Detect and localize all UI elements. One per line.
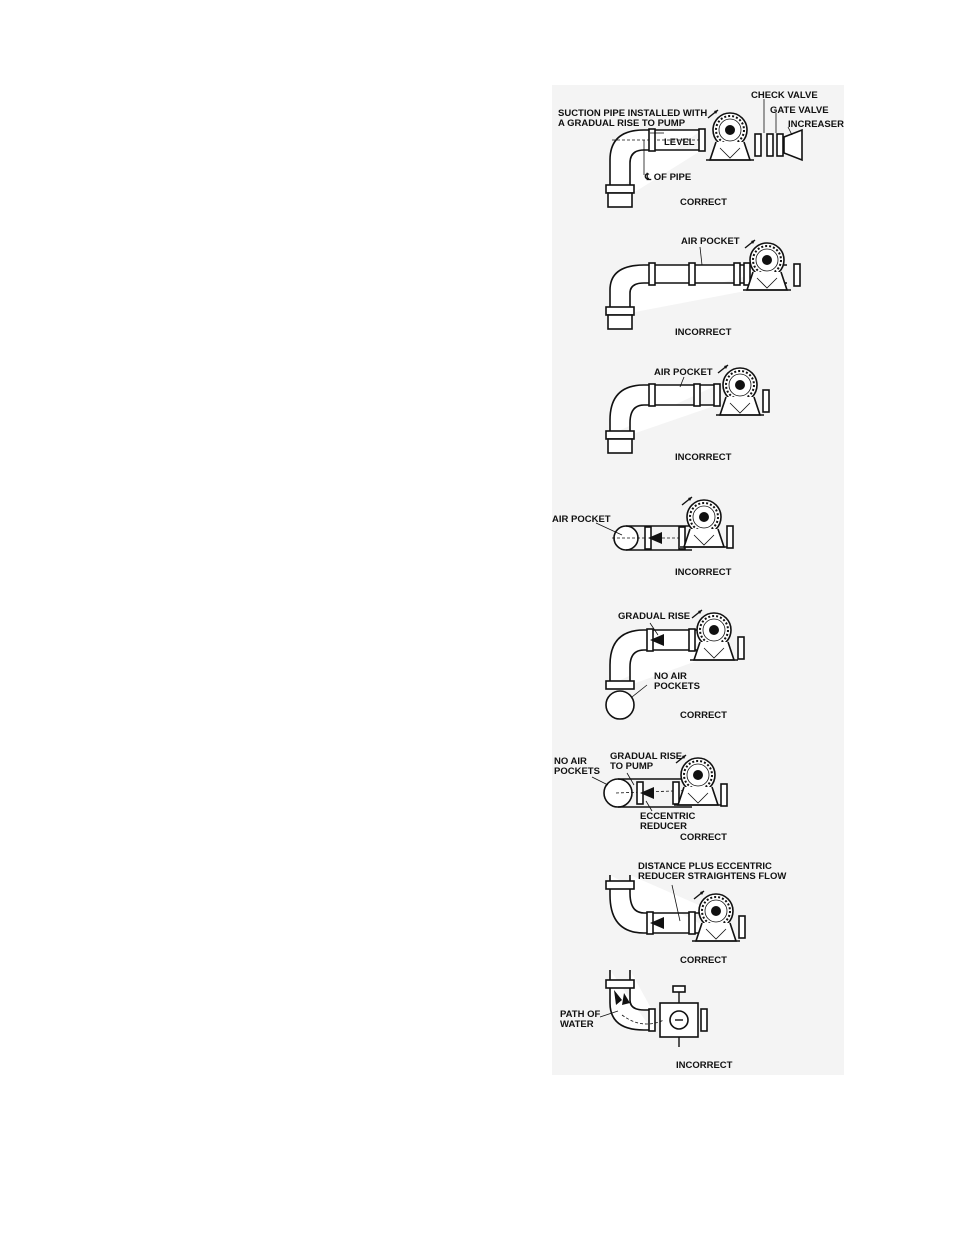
p6-label-3: TO PUMP bbox=[610, 761, 654, 772]
panel-4: AIR POCKET INCORRECT bbox=[552, 496, 734, 578]
p1-label-4: INCREASER bbox=[788, 119, 844, 130]
p4-status: INCORRECT bbox=[675, 567, 732, 578]
p1-status: CORRECT bbox=[680, 197, 727, 208]
panel-3: AIR POCKET INCORRECT bbox=[605, 364, 770, 463]
p1-label-6: ℄ OF PIPE bbox=[644, 172, 691, 183]
p5-status: CORRECT bbox=[680, 710, 727, 721]
panel-1: SUCTION PIPE INSTALLED WITH A GRADUAL RI… bbox=[558, 90, 844, 208]
p1-label-1: A GRADUAL RISE TO PUMP bbox=[558, 118, 686, 129]
p6-label-5: REDUCER bbox=[640, 821, 687, 832]
p6-label-4: ECCENTRIC bbox=[640, 811, 696, 822]
p8-status: INCORRECT bbox=[676, 1060, 733, 1071]
p6-label-0: NO AIR bbox=[554, 756, 587, 767]
p1-label-2: CHECK VALVE bbox=[751, 90, 818, 101]
p7-label-0: DISTANCE PLUS ECCENTRIC bbox=[638, 861, 772, 872]
p5-label-2: POCKETS bbox=[654, 681, 700, 692]
p8-label-0: PATH OF bbox=[560, 1009, 600, 1020]
p1-label-5: LEVEL bbox=[664, 137, 695, 148]
p6-label-1: POCKETS bbox=[554, 766, 600, 777]
p7-status: CORRECT bbox=[680, 955, 727, 966]
panel-2: AIR POCKET INCORRECT bbox=[605, 236, 801, 338]
p7-label-1: REDUCER STRAIGHTENS FLOW bbox=[638, 871, 786, 882]
p6-status: CORRECT bbox=[680, 832, 727, 843]
p3-label-0: AIR POCKET bbox=[654, 367, 713, 378]
p1-label-3: GATE VALVE bbox=[770, 105, 829, 116]
p5-label-1: NO AIR bbox=[654, 671, 687, 682]
p6-label-2: GRADUAL RISE bbox=[610, 751, 682, 762]
p1-label-0: SUCTION PIPE INSTALLED WITH bbox=[558, 108, 707, 119]
p8-label-1: WATER bbox=[560, 1019, 594, 1030]
panel-6: NO AIR POCKETS GRADUAL RISE TO PUMP ECCE… bbox=[554, 751, 728, 843]
p4-label-0: AIR POCKET bbox=[552, 514, 611, 525]
pump-suction-piping-diagram: SUCTION PIPE INSTALLED WITH A GRADUAL RI… bbox=[552, 85, 844, 1075]
p5-label-0: GRADUAL RISE bbox=[618, 611, 690, 622]
panel-7: DISTANCE PLUS ECCENTRIC REDUCER STRAIGHT… bbox=[605, 861, 786, 966]
p2-status: INCORRECT bbox=[675, 327, 732, 338]
p3-status: INCORRECT bbox=[675, 452, 732, 463]
p2-label-0: AIR POCKET bbox=[681, 236, 740, 247]
panel-5: GRADUAL RISE NO AIR POCKETS CORRECT bbox=[605, 609, 745, 721]
panel-8: PATH OF WATER INCORRECT bbox=[560, 970, 733, 1071]
